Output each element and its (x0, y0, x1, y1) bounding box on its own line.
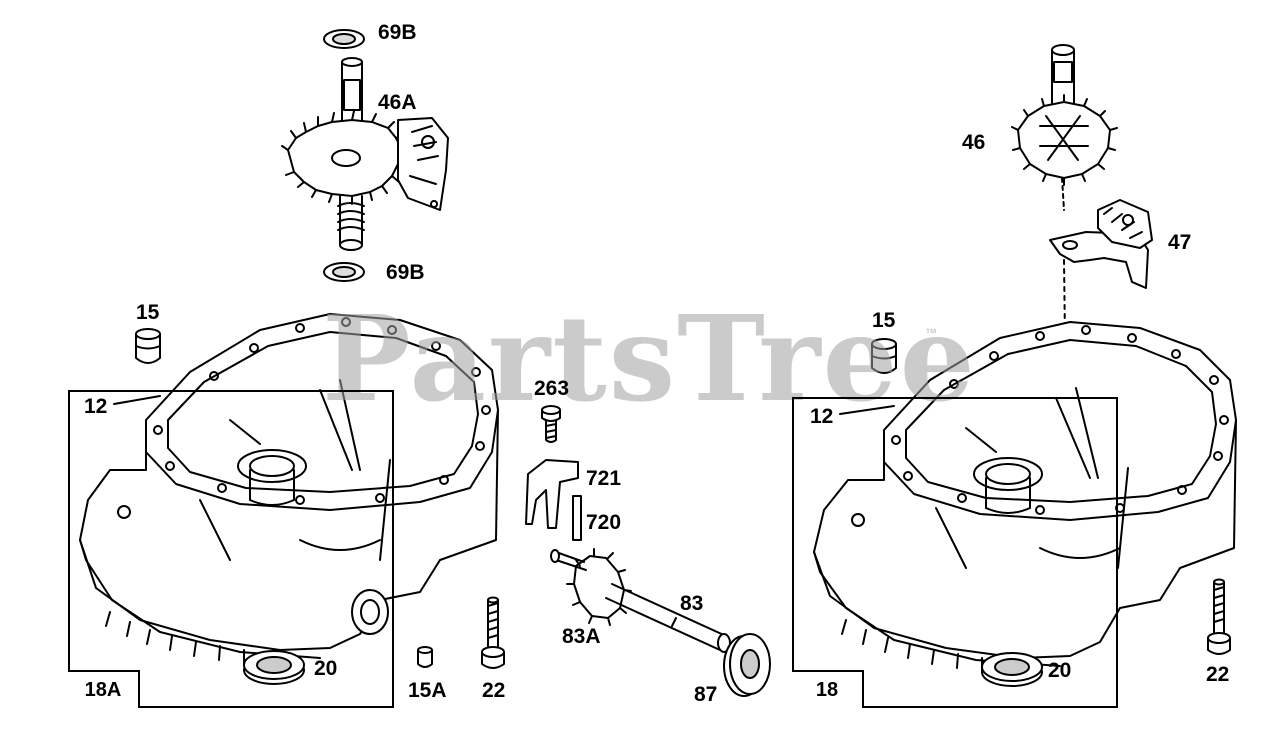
middle-parts (417, 405, 771, 697)
label-cam-gear-46: 46 (962, 131, 986, 154)
seal-20-right (981, 652, 1043, 687)
gear-83a (550, 548, 632, 626)
right-assembly (813, 44, 1237, 687)
crankcase-left (79, 313, 499, 667)
label-pin-720: 720 (586, 511, 622, 534)
link-721 (525, 459, 579, 529)
gasket-holes-right (891, 325, 1229, 515)
plug-15-left (135, 328, 161, 364)
label-seal-20-left: 20 (314, 657, 338, 680)
label-bolt-22-right: 22 (1206, 663, 1230, 686)
gasket-holes-left (153, 317, 491, 505)
label-screw-263: 263 (534, 377, 570, 400)
label-governor-47: 47 (1168, 231, 1192, 254)
group-box-right (792, 397, 1118, 708)
washer-87 (723, 633, 771, 697)
group-box-left (68, 390, 394, 708)
plug-15a (417, 646, 433, 668)
label-plug-15-right: 15 (872, 309, 896, 332)
label-washer-87: 87 (694, 683, 718, 706)
label-plug-15-left: 15 (136, 301, 160, 324)
washer-69b-bottom (323, 262, 365, 282)
leader-12-right (839, 405, 895, 415)
governor-47 (1049, 199, 1153, 421)
crankcase-right (813, 321, 1237, 675)
camshaft-46a (281, 57, 449, 251)
shaft-83 (605, 583, 731, 653)
label-camshaft-46a: 46A (378, 91, 417, 114)
label-seal-20-right: 20 (1048, 659, 1072, 682)
screw-263 (541, 405, 561, 443)
label-bolt-22-middle: 22 (482, 679, 506, 702)
washer-69b-top (323, 29, 365, 49)
label-washer-69b-bottom: 69B (386, 261, 425, 284)
label-plug-15a: 15A (408, 679, 447, 702)
cam-gear-46 (1011, 44, 1118, 211)
label-gasket-12-right: 12 (810, 405, 834, 428)
plug-15-right (871, 338, 897, 374)
label-link-721: 721 (586, 467, 622, 490)
group-tag-left: 18A (68, 670, 140, 708)
bolt-22-middle (481, 596, 505, 669)
watermark-trademark: ™ (925, 326, 937, 340)
leader-12-left (113, 395, 161, 405)
label-shaft-83: 83 (680, 592, 704, 615)
group-tag-right: 18 (792, 670, 864, 708)
seal-20-left (243, 650, 305, 685)
left-assembly (79, 29, 499, 685)
label-gear-83a: 83A (562, 625, 601, 648)
pin-720 (572, 495, 582, 541)
label-gasket-12-left: 12 (84, 395, 108, 418)
label-washer-69b-top: 69B (378, 21, 417, 44)
bolt-22-right (1207, 578, 1231, 655)
